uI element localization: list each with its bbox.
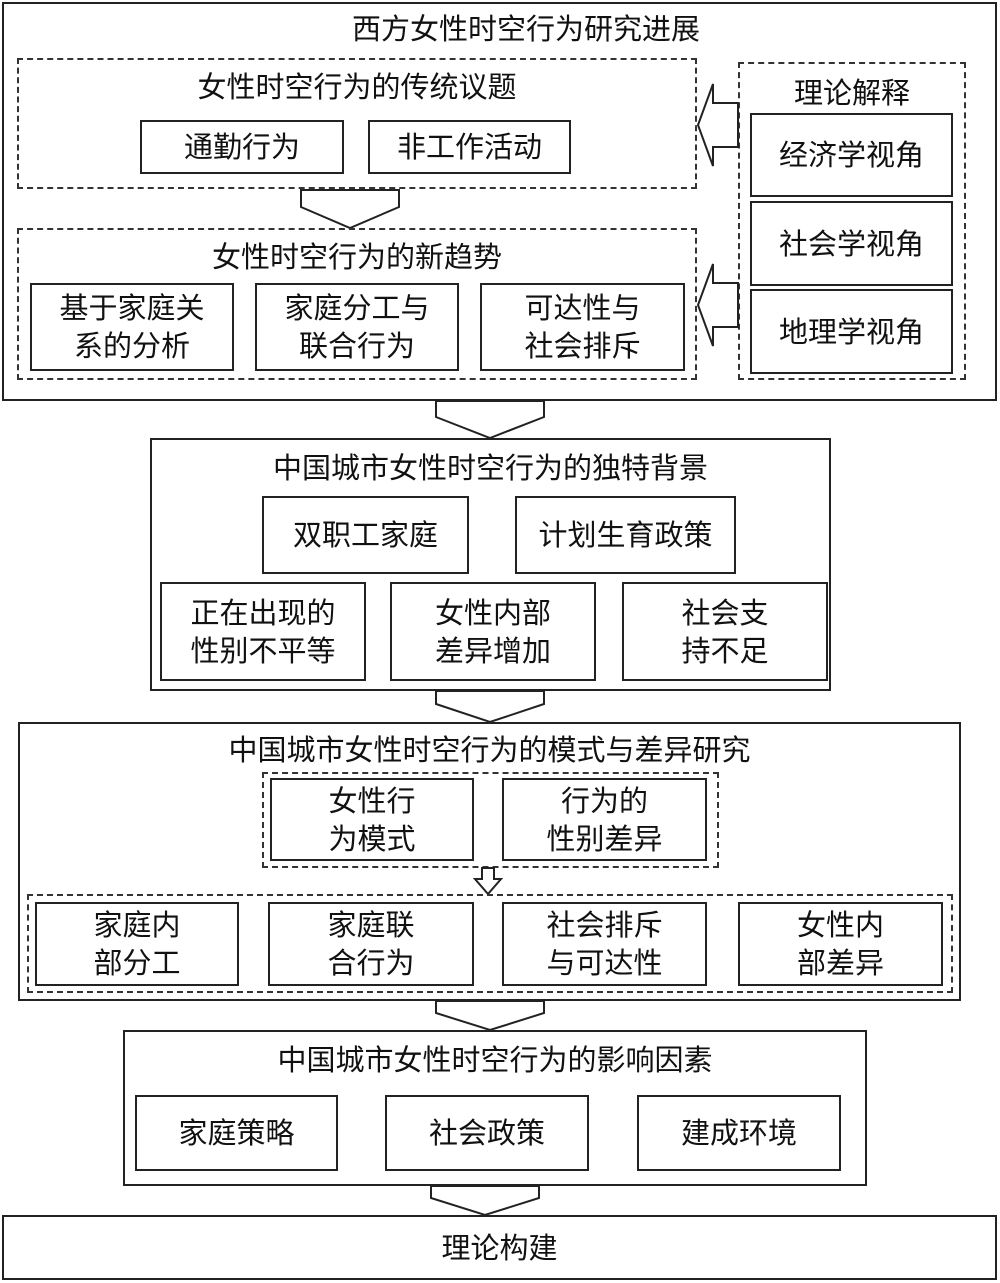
arrow-left-icon bbox=[696, 83, 739, 167]
family-planning-node: 计划生育政策 bbox=[515, 496, 736, 574]
arrow-left-icon bbox=[696, 263, 739, 347]
chevron-down-arrow-icon bbox=[435, 1000, 545, 1032]
household-division-node: 家庭内 部分工 bbox=[35, 902, 239, 986]
division-joint-behavior-node: 家庭分工与 联合行为 bbox=[255, 283, 459, 371]
accessibility-exclusion-node: 可达性与 社会排斥 bbox=[480, 283, 685, 371]
background-title: 中国城市女性时空行为的独特背景 bbox=[272, 451, 708, 485]
household-strategy-node: 家庭策略 bbox=[135, 1095, 338, 1171]
gender-difference-node: 行为的 性别差异 bbox=[502, 778, 707, 861]
intra-female-difference-node: 女性内 部差异 bbox=[738, 902, 943, 986]
new-trends-title: 女性时空行为的新趋势 bbox=[211, 240, 502, 274]
factors-title: 中国城市女性时空行为的影响因素 bbox=[277, 1043, 713, 1077]
joint-behavior-node: 家庭联 合行为 bbox=[268, 902, 474, 986]
theory-group bbox=[738, 62, 966, 380]
new-trends-group bbox=[17, 228, 697, 380]
social-support-node: 社会支 持不足 bbox=[622, 582, 828, 681]
patterns-bottom-group bbox=[27, 894, 953, 993]
exclusion-accessibility-node: 社会排斥 与可达性 bbox=[502, 902, 707, 986]
economics-node: 经济学视角 bbox=[750, 113, 953, 197]
gender-inequality-node: 正在出现的 性别不平等 bbox=[160, 582, 366, 681]
sociology-node: 社会学视角 bbox=[750, 201, 953, 286]
theory-title: 理论解释 bbox=[793, 76, 910, 110]
chevron-down-arrow-icon bbox=[300, 189, 400, 230]
patterns-title: 中国城市女性时空行为的模式与差异研究 bbox=[228, 733, 751, 767]
commuting-node: 通勤行为 bbox=[140, 120, 344, 174]
non-work-activity-node: 非工作活动 bbox=[368, 120, 571, 174]
traditional-issues-group bbox=[17, 58, 697, 189]
female-behavior-pattern-node: 女性行 为模式 bbox=[270, 778, 474, 861]
geography-node: 地理学视角 bbox=[750, 289, 953, 374]
traditional-issues-title: 女性时空行为的传统议题 bbox=[197, 70, 517, 104]
theory-building-box: 理论构建 bbox=[2, 1215, 997, 1280]
western-progress-title: 西方女性时空行为研究进展 bbox=[351, 12, 700, 46]
chevron-down-arrow-icon bbox=[435, 400, 545, 440]
dual-earner-node: 双职工家庭 bbox=[262, 496, 469, 574]
built-environment-node: 建成环境 bbox=[637, 1095, 841, 1171]
household-relation-node: 基于家庭关 系的分析 bbox=[30, 283, 234, 371]
social-policy-node: 社会政策 bbox=[385, 1095, 589, 1171]
chevron-down-arrow-icon bbox=[430, 1185, 540, 1217]
hollow-down-arrow-icon bbox=[472, 867, 504, 896]
chevron-down-arrow-icon bbox=[435, 690, 545, 724]
intra-female-difference-node: 女性内部 差异增加 bbox=[390, 582, 596, 681]
